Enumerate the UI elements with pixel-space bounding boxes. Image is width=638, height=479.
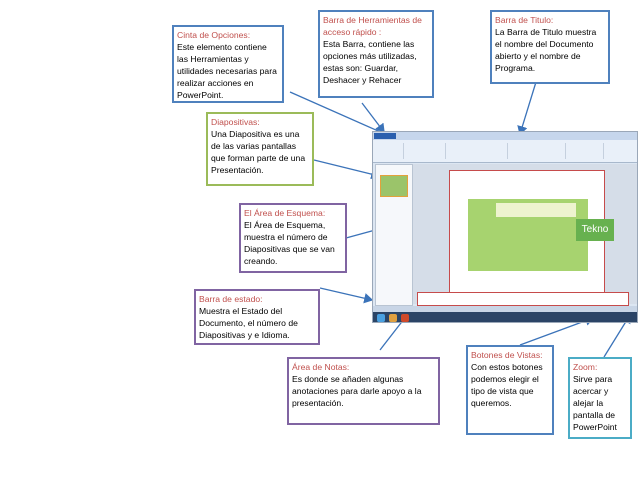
file-tab[interactable]: [374, 133, 396, 139]
callout-text: Es donde se añaden algunas anotaciones p…: [292, 374, 422, 408]
slide-tekno-label: Tekno: [576, 219, 614, 241]
callout-title: Barra de estado:: [199, 294, 263, 304]
title-bar: [373, 132, 637, 140]
callout-area-esquema: El Área de Esquema: El Área de Esquema, …: [239, 203, 347, 273]
powerpoint-icon[interactable]: [401, 314, 409, 322]
arrow-diapositivas: [313, 159, 381, 180]
callout-title: Barra de Titulo:: [495, 15, 554, 25]
callout-text: Esta Barra, contiene las opciones más ut…: [323, 39, 417, 85]
callout-text: La Barra de Titulo muestra el nombre del…: [495, 27, 597, 73]
callout-barra-estado: Barra de estado: Muestra el Estado del D…: [194, 289, 320, 345]
status-bar: [373, 306, 637, 312]
slide[interactable]: Tekno: [449, 170, 614, 298]
slide-header: [496, 203, 576, 217]
slide-thumbnail[interactable]: [380, 175, 408, 197]
ribbon-group[interactable]: [375, 143, 404, 159]
callout-title: Zoom:: [573, 362, 598, 372]
callout-diapositivas: Diapositivas: Una Diapositiva es una de …: [206, 112, 314, 186]
notes-pane[interactable]: [417, 292, 629, 306]
callout-title: Barra de Herramientas de acceso rápido :: [323, 15, 422, 37]
arrow-barra-estado: [319, 287, 374, 304]
callout-text: Una Diapositiva es una de las varias pan…: [211, 129, 306, 175]
slides-outline-pane[interactable]: [375, 164, 413, 306]
slide-canvas: Tekno: [413, 164, 637, 304]
arrow-barra-acceso: [361, 102, 385, 134]
callout-text: El Área de Esquema, muestra el número de…: [244, 220, 335, 266]
ribbon-group[interactable]: [509, 143, 566, 159]
callout-title: Cinta de Opciones:: [177, 30, 251, 40]
start-icon[interactable]: [377, 314, 385, 322]
powerpoint-screenshot: Tekno: [372, 131, 638, 323]
callout-title: El Área de Esquema:: [244, 208, 326, 218]
callout-barra-titulo: Barra de Titulo: La Barra de Titulo mues…: [490, 10, 610, 84]
callout-botones-vistas: Botones de Vistas: Con estos botones pod…: [466, 345, 554, 435]
callout-cinta-opciones: Cinta de Opciones: Este elemento contien…: [172, 25, 284, 103]
callout-title: Botones de Vistas:: [471, 350, 543, 360]
callout-text: Este elemento contiene las Herramientas …: [177, 42, 277, 100]
callout-barra-acceso-rapido: Barra de Herramientas de acceso rápido :…: [318, 10, 434, 98]
callout-title: Diapositivas:: [211, 117, 260, 127]
callout-title: Área de Notas:: [292, 362, 350, 372]
callout-text: Muestra el Estado del Documento, el núme…: [199, 306, 298, 340]
arrow-barra-titulo: [517, 81, 537, 136]
windows-taskbar: [373, 312, 637, 322]
ribbon-group[interactable]: [567, 143, 604, 159]
callout-text: Sirve para acercar y alejar la pantalla …: [573, 374, 617, 432]
ribbon-group[interactable]: [405, 143, 446, 159]
callout-text: Con estos botones podemos elegir el tipo…: [471, 362, 543, 408]
folder-icon[interactable]: [389, 314, 397, 322]
slide-content: [468, 199, 588, 271]
callout-zoom: Zoom: Sirve para acercar y alejar la pan…: [568, 357, 632, 439]
callout-area-notas: Área de Notas: Es donde se añaden alguna…: [287, 357, 440, 425]
ribbon-group[interactable]: [447, 143, 508, 159]
ribbon: [373, 140, 637, 163]
